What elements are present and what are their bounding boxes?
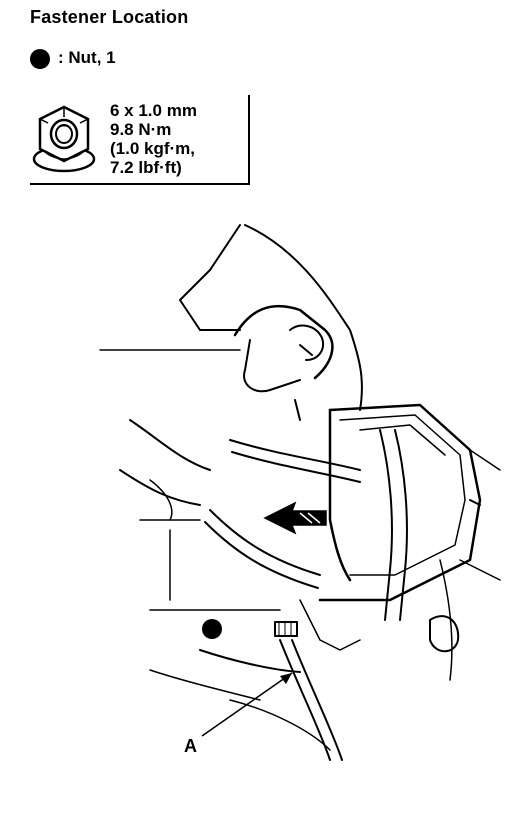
fastener-legend: : Nut, 1 [30,46,116,70]
page-title: Fastener Location [30,7,189,27]
torque-spec-box: 6 x 1.0 mm 9.8 N·m (1.0 kgf·m, 7.2 lbf·f… [30,95,250,185]
torque-spec-text: 6 x 1.0 mm 9.8 N·m (1.0 kgf·m, 7.2 lbf·f… [110,101,197,177]
legend-label: : Nut, 1 [58,48,116,67]
spec-line-torque-lbfft: 7.2 lbf·ft) [110,158,182,177]
flange-nut-icon [32,105,96,173]
box-border-bottom [30,183,250,185]
nut-location-marker [202,619,222,639]
callout-label-a: A [184,736,197,756]
engine-bay-illustration [99,224,501,761]
box-border-right [248,95,250,185]
spec-line-size: 6 x 1.0 mm [110,101,197,120]
spec-line-torque-nm: 9.8 N·m [110,120,172,139]
spec-line-torque-kgfm: (1.0 kgf·m, [110,139,196,158]
filled-circle-icon [30,49,50,69]
direction-arrow-icon [263,501,327,535]
